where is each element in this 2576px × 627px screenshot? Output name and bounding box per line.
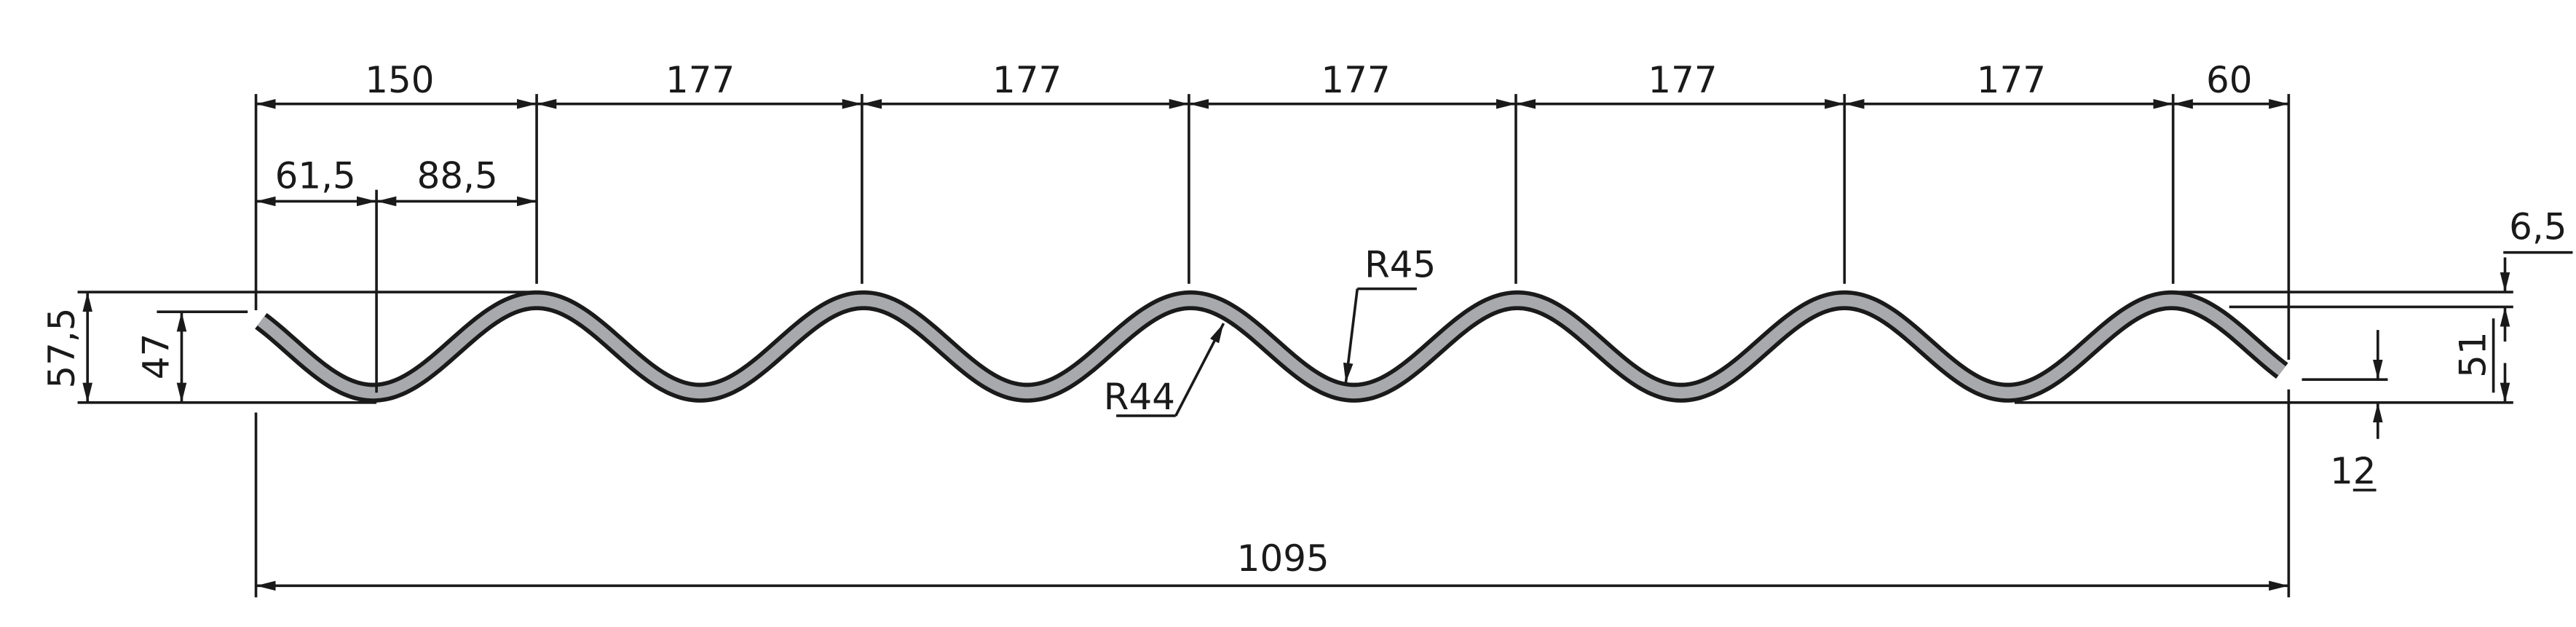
dim-label: 1095: [1237, 537, 1330, 580]
extension-lines: [77, 94, 2513, 598]
dim-label: 177: [992, 59, 1062, 101]
right-height-dimensions: 6,5 51 12: [2330, 206, 2573, 492]
radius-inner-label: R44: [1104, 376, 1175, 418]
dim-label: 177: [1321, 59, 1390, 101]
dim-label: 57,5: [41, 308, 83, 389]
overall-width-dimension: 1095: [256, 537, 2289, 591]
dim-label: 47: [135, 334, 177, 379]
dim-label: 177: [1977, 59, 2046, 101]
dim-label: 177: [665, 59, 735, 101]
radius-outer-label: R45: [1364, 244, 1436, 286]
sub-dimension-chain: 61,5 88,5: [256, 154, 537, 207]
dim-label: 6,5: [2509, 206, 2567, 248]
sheet-profile: [255, 290, 2288, 403]
dim-label: 60: [2206, 59, 2252, 101]
dim-label: 51: [2451, 331, 2494, 377]
top-dimension-chain: 150 177 177 177 177 177 60: [256, 59, 2289, 109]
dim-label: 12: [2330, 450, 2376, 492]
dim-label: 177: [1648, 59, 1717, 101]
profile-fill: [257, 294, 2286, 399]
radius-callouts: R45 R44: [1104, 244, 1436, 418]
dim-label: 88,5: [417, 154, 498, 197]
dim-label: 150: [365, 59, 434, 101]
dim-label: 61,5: [275, 154, 356, 197]
left-height-dimensions: 57,5 47: [41, 292, 187, 403]
